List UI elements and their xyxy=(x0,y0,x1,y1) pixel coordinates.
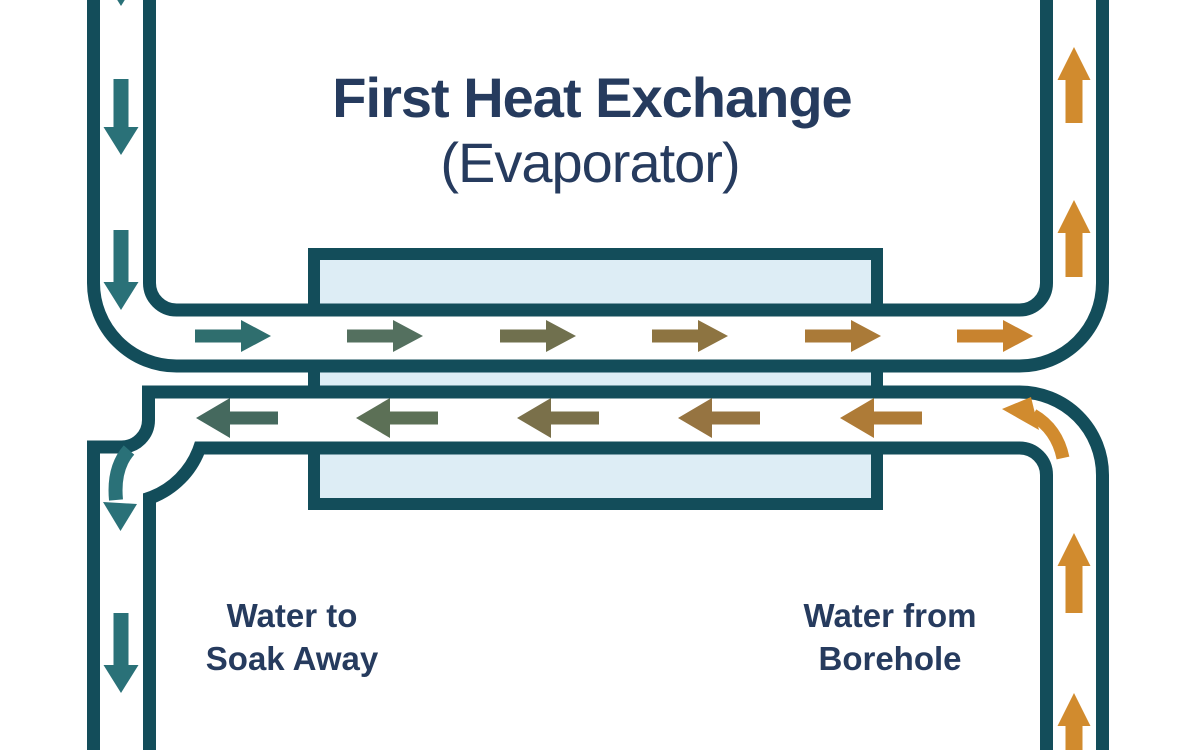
flow-arrow-down xyxy=(103,613,139,693)
diagram-title-line1: First Heat Exchange xyxy=(332,66,851,129)
flow-arrow-right xyxy=(652,320,728,352)
flow-arrow-up xyxy=(1057,47,1091,123)
flow-arrow-left xyxy=(840,398,922,438)
curved-flow-arrow-up-left-tail xyxy=(1029,409,1070,460)
flow-arrow-down xyxy=(103,230,139,310)
curved-flow-arrow-up-left-head xyxy=(1002,397,1039,430)
flow-arrow-right xyxy=(957,320,1033,352)
flow-arrow-down xyxy=(117,0,125,6)
flow-arrow-left xyxy=(196,398,278,438)
label-water-to-soak-away-line1: Water to xyxy=(227,597,358,634)
label-water-to-soak-away-line2: Soak Away xyxy=(206,640,379,677)
flow-arrow-down xyxy=(103,79,139,155)
flow-arrow-left xyxy=(678,398,760,438)
flow-arrow-right xyxy=(500,320,576,352)
curved-flow-arrow-down-head xyxy=(103,502,137,531)
flow-arrow-right xyxy=(195,320,271,352)
heat-exchanger-box xyxy=(308,248,883,510)
label-water-from-borehole-line2: Borehole xyxy=(818,640,961,677)
diagram-title-line2: (Evaporator) xyxy=(440,131,739,194)
flow-arrow-up xyxy=(1057,693,1091,750)
flow-arrow-left xyxy=(517,398,599,438)
flow-arrows xyxy=(103,0,1091,750)
flow-arrow-up xyxy=(1057,533,1091,613)
upper-pipe-channel xyxy=(100,0,1096,360)
flow-arrow-right xyxy=(347,320,423,352)
flow-arrow-left xyxy=(356,398,438,438)
flow-arrow-right xyxy=(805,320,881,352)
curved-flow-arrow-down-tail xyxy=(108,445,135,501)
label-water-from-borehole-line1: Water from xyxy=(804,597,977,634)
flow-arrow-up xyxy=(1057,200,1091,277)
